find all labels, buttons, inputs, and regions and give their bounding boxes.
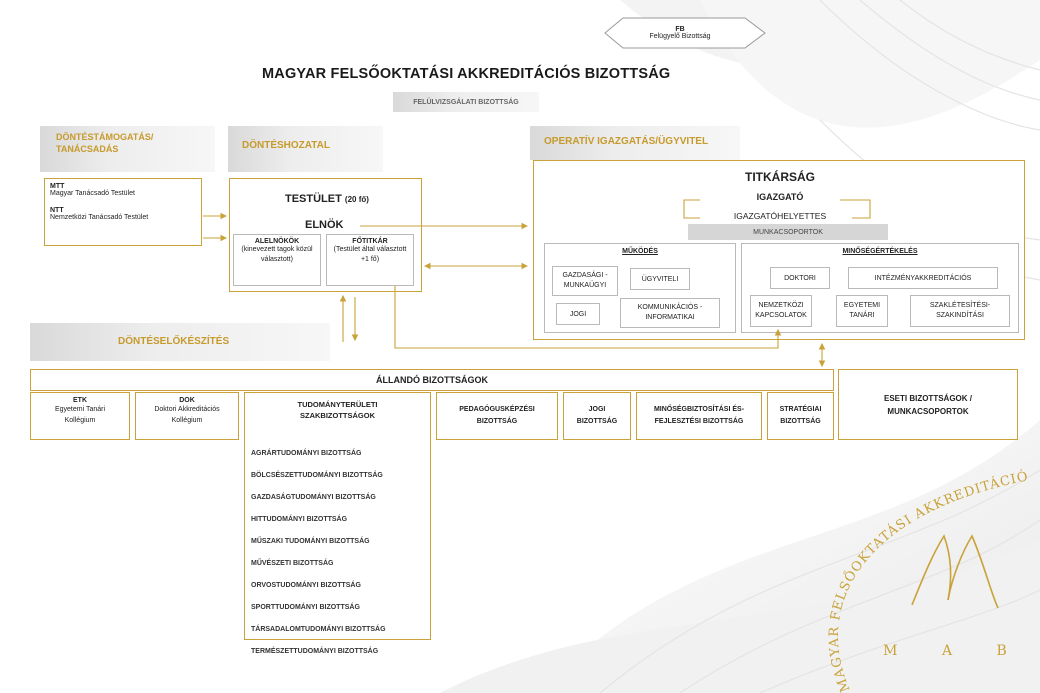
standing-committees-bar[interactable]: ÁLLANDÓ BIZOTTSÁGOK [30, 369, 834, 391]
quality-item-international-label: NEMZETKÖZI KAPCSOLATOK [755, 302, 807, 319]
vice-desc: (kinevezett tagok közül választott) [241, 246, 313, 263]
mtt-code: MTT [50, 183, 65, 190]
section-preparation-label: DÖNTÉSELŐKÉSZÍTÉS [118, 336, 230, 347]
vice-title: ALELNÖKÖK [254, 238, 300, 245]
secretariat-title: TITKÁRSÁG [745, 170, 815, 184]
section-decision-making-label: DÖNTÉSHOZATAL [242, 140, 330, 151]
ops-item-administration[interactable]: ÜGYVITELI [630, 268, 690, 290]
advisory-box[interactable]: MTT Magyar Tanácsadó Testület NTT Nemzet… [44, 178, 202, 246]
ntt-code: NTT [50, 207, 64, 214]
section-decision-support: DÖNTÉSTÁMOGATÁS/ TANÁCSADÁS [40, 126, 215, 172]
section-decision-support-label: DÖNTÉSTÁMOGATÁS/ TANÁCSADÁS [56, 132, 154, 154]
quality-dev-label: MINŐSÉGBIZTOSÍTÁSI ÉS-FEJLESZTÉSI BIZOTT… [653, 406, 745, 425]
review-committee-label: FELÜLVIZSGÁLATI BIZOTTSÁG [413, 98, 519, 106]
mab-logo: MAGYAR FELSŐOKTATÁSI AKKREDITÁCIÓS BIZOT… [780, 440, 1029, 693]
fb-hexagon [604, 17, 766, 49]
board-size: (20 fő) [344, 195, 369, 204]
list-item: TÁRSADALOMTUDOMÁNYI BIZOTTSÁG [251, 626, 386, 633]
list-item: MŰSZAKI TUDOMÁNYI BIZOTTSÁG [251, 538, 370, 545]
quality-title: MINŐSÉGÉRTÉKELÉS [842, 248, 918, 255]
ntt-name: Nemzetközi Tanácsadó Testület [50, 214, 149, 221]
working-groups-label: MUNKACSOPORTOK [753, 228, 823, 236]
list-item: ORVOSTUDOMÁNYI BIZOTTSÁG [251, 582, 361, 589]
president-label: ELNÖK [305, 219, 344, 231]
board-title-text: TESTÜLET [285, 193, 342, 205]
legal-committee-label: JOGI BIZOTTSÁG [576, 406, 618, 425]
fb-code: FB [675, 26, 685, 33]
scientific-committees-box[interactable]: TUDOMÁNYTERÜLETI SZAKBIZOTTSÁGOK AGRÁRTU… [244, 392, 431, 655]
standing-committees-label: ÁLLANDÓ BIZOTTSÁGOK [376, 375, 488, 385]
ops-item-communication-label: KOMMUNIKÁCIÓS -INFORMATIKAI [637, 304, 703, 321]
dok-name: Doktori Akkreditációs Kollégium [154, 406, 220, 424]
list-item: BÖLCSÉSZETTUDOMÁNYI BIZOTTSÁG [251, 472, 383, 479]
strategic-label: STRATÉGIAI BIZOTTSÁG [779, 406, 822, 425]
etk-box[interactable]: ETK Egyetemi Tanári Kollégium [30, 392, 130, 440]
section-operations-label: OPERATÍV IGAZGATÁS/ÜGYVITEL [544, 136, 709, 147]
mtt-name: Magyar Tanácsadó Testület [50, 190, 135, 197]
logo-letters: M A B [883, 643, 1027, 659]
dok-code: DOK [179, 397, 195, 404]
etk-code: ETK [73, 397, 87, 404]
section-decision-making: DÖNTÉSHOZATAL [228, 126, 383, 172]
secgen-desc: (Testület által választott +1 fő) [333, 246, 407, 263]
dok-box[interactable]: DOK Doktori Akkreditációs Kollégium [135, 392, 239, 440]
page-title: MAGYAR FELSŐOKTATÁSI AKKREDITÁCIÓS BIZOT… [262, 66, 671, 82]
adhoc-label: ESETI BIZOTTSÁGOK / MUNKACSOPORTOK [883, 393, 972, 416]
ops-item-communication[interactable]: KOMMUNIKÁCIÓS -INFORMATIKAI [620, 298, 720, 328]
list-item: TERMÉSZETTUDOMÁNYI BIZOTTSÁG [251, 648, 379, 655]
quality-item-professor[interactable]: EGYETEMI TANÁRI [836, 295, 888, 327]
quality-item-professor-label: EGYETEMI TANÁRI [843, 302, 881, 319]
list-item: AGRÁRTUDOMÁNYI BIZOTTSÁG [251, 450, 362, 457]
review-committee[interactable]: FELÜLVIZSGÁLATI BIZOTTSÁG [393, 92, 539, 112]
section-preparation: DÖNTÉSELŐKÉSZÍTÉS [30, 323, 330, 361]
secgen-title: FŐTITKÁR [352, 238, 388, 245]
deputy-label: IGAZGATÓHELYETTES [733, 211, 827, 221]
list-item: MŰVÉSZETI BIZOTTSÁG [251, 560, 334, 567]
teacher-training-committee[interactable]: PEDAGÓGUSKÉPZÉSI BIZOTTSÁG [436, 392, 558, 440]
quality-dev-committee[interactable]: MINŐSÉGBIZTOSÍTÁSI ÉS-FEJLESZTÉSI BIZOTT… [636, 392, 762, 440]
scientific-committees-list: AGRÁRTUDOMÁNYI BIZOTTSÁG BÖLCSÉSZETTUDOM… [245, 421, 430, 663]
quality-item-doctoral-label: DOKTORI [784, 274, 816, 282]
quality-item-institutional-label: INTÉZMÉNYAKKREDITÁCIÓS [874, 274, 972, 282]
quality-item-doctoral[interactable]: DOKTORI [770, 267, 830, 289]
list-item: SPORTTUDOMÁNYI BIZOTTSÁG [251, 604, 360, 611]
ops-item-economic[interactable]: GAZDASÁGI - MUNKAÜGYI [552, 266, 618, 296]
ops-item-legal[interactable]: JOGI [556, 303, 600, 325]
quality-item-institutional[interactable]: INTÉZMÉNYAKKREDITÁCIÓS [848, 267, 998, 289]
board-title: TESTÜLET (20 fő) [285, 193, 369, 205]
working-groups-bar[interactable]: MUNKACSOPORTOK [688, 224, 888, 240]
secretary-general-box[interactable]: FŐTITKÁR (Testület által választott +1 f… [326, 234, 414, 286]
ops-item-economic-label: GAZDASÁGI - MUNKAÜGYI [562, 272, 608, 289]
quality-item-international[interactable]: NEMZETKÖZI KAPCSOLATOK [750, 295, 812, 327]
quality-item-programs[interactable]: SZAKLÉTESÍTÉSI-SZAKINDÍTÁSI [910, 295, 1010, 327]
scientific-committees-title: TUDOMÁNYTERÜLETI SZAKBIZOTTSÁGOK [297, 400, 378, 420]
teacher-training-label: PEDAGÓGUSKÉPZÉSI BIZOTTSÁG [459, 406, 535, 425]
director-label: IGAZGATÓ [756, 192, 804, 202]
etk-name: Egyetemi Tanári Kollégium [54, 406, 106, 424]
legal-committee[interactable]: JOGI BIZOTTSÁG [563, 392, 631, 440]
fb-name: Felügyelő Bizottság [649, 33, 711, 40]
fb-box[interactable]: FB Felügyelő Bizottság [620, 19, 740, 47]
section-operations: OPERATÍV IGAZGATÁS/ÜGYVITEL [530, 126, 740, 160]
ops-item-legal-label: JOGI [569, 310, 587, 318]
list-item: GAZDASÁGTUDOMÁNYI BIZOTTSÁG [251, 494, 376, 501]
operations-title: MŰKÖDÉS [622, 248, 658, 255]
list-item: HITTUDOMÁNYI BIZOTTSÁG [251, 516, 348, 523]
strategic-committee[interactable]: STRATÉGIAI BIZOTTSÁG [767, 392, 834, 440]
logo-mark [911, 534, 999, 609]
vice-presidents-box[interactable]: ALELNÖKÖK (kinevezett tagok közül válasz… [233, 234, 321, 286]
adhoc-committees-box[interactable]: ESETI BIZOTTSÁGOK / MUNKACSOPORTOK [838, 369, 1018, 440]
ops-item-administration-label: ÜGYVITELI [641, 275, 679, 283]
quality-item-programs-label: SZAKLÉTESÍTÉSI-SZAKINDÍTÁSI [929, 302, 991, 319]
